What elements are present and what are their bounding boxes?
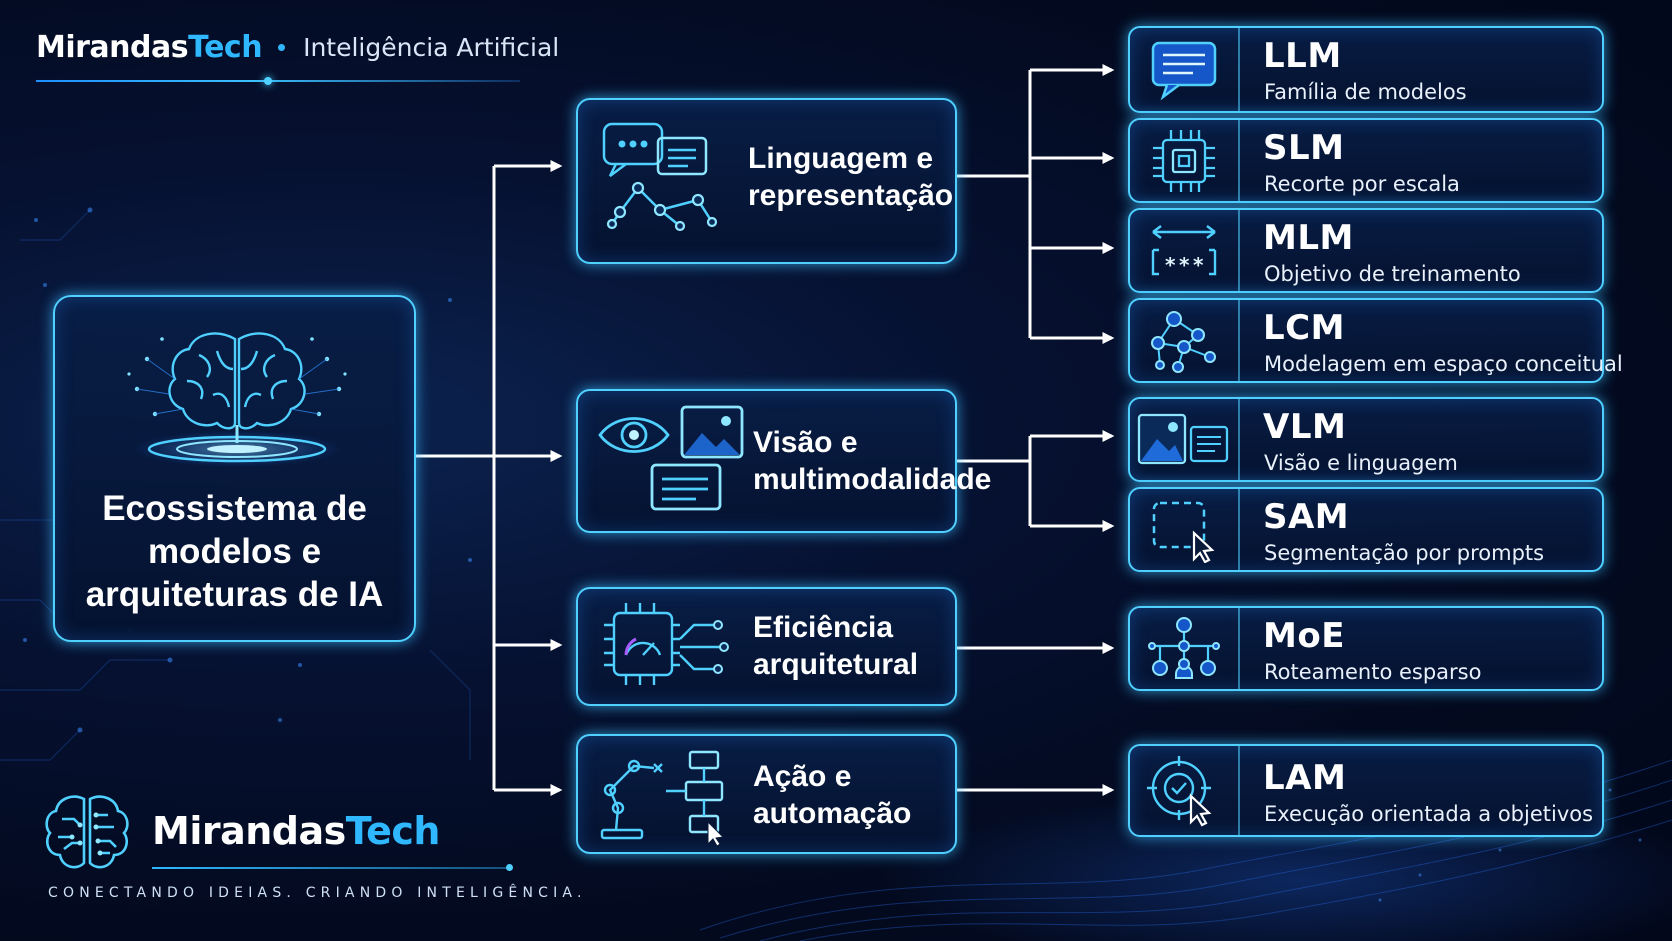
chip-gauge-icon: [604, 603, 729, 685]
model-moe-desc: Roteamento esparso: [1264, 660, 1482, 684]
header-brand-part2: Tech: [188, 30, 263, 65]
footer-brand-part1: Mirandas: [152, 809, 346, 853]
model-slm-icon-cell: [1130, 120, 1240, 201]
model-mlm-desc: Objetivo de treinamento: [1264, 262, 1521, 286]
category-action: Ação e automação: [576, 734, 957, 854]
model-lam: LAM Execução orientada a objetivos: [1128, 744, 1604, 837]
brain-circuit-logo-icon: [45, 795, 129, 869]
header: MirandasTech Inteligência Artificial: [36, 30, 559, 65]
model-llm-name: LLM: [1263, 36, 1342, 76]
footer-brand: MirandasTech: [152, 809, 440, 853]
svg-text:*: *: [1193, 253, 1204, 277]
category-action-line2: automação: [753, 797, 912, 830]
chat-network-icon: [602, 122, 718, 232]
svg-text:*: *: [1165, 253, 1176, 277]
model-moe-name: MoE: [1263, 616, 1345, 656]
root-title-line3: arquiteturas de IA: [85, 575, 384, 614]
model-lcm-desc: Modelagem em espaço conceitual: [1264, 352, 1623, 376]
target-cursor-icon: [1147, 755, 1212, 826]
robot-arm-flow-icon: [600, 750, 725, 846]
category-language-line1: Linguagem e: [748, 142, 934, 175]
model-vlm: VLM Visão e linguagem: [1128, 397, 1604, 482]
footer-underline: [152, 867, 512, 869]
model-moe: MoE Roteamento esparso: [1128, 606, 1604, 691]
category-vision: Visão e multimodalidade: [576, 389, 991, 533]
model-lam-desc: Execução orientada a objetivos: [1264, 802, 1594, 826]
model-slm: SLM Recorte por escala: [1128, 118, 1604, 203]
model-llm: LLM Família de modelos: [1128, 26, 1604, 113]
category-efficiency: Eficiência arquitetural: [576, 587, 957, 706]
model-lam-name: LAM: [1263, 758, 1347, 798]
category-efficiency-line1: Eficiência: [753, 611, 894, 644]
selection-cursor-icon: [1152, 501, 1215, 563]
model-sam-desc: Segmentação por prompts: [1264, 541, 1545, 565]
model-lcm-icon-cell: [1130, 300, 1240, 381]
header-brand: MirandasTech: [36, 30, 263, 65]
footer-underline-dot: [506, 864, 513, 871]
category-action-line1: Ação e: [753, 760, 852, 793]
model-lam-icon-cell: [1130, 746, 1240, 835]
model-sam-icon-cell: [1130, 489, 1240, 570]
root-title: Ecossistema de modelos e arquiteturas de…: [55, 487, 414, 616]
routing-tree-icon: [1148, 616, 1220, 679]
category-vision-line2: multimodalidade: [753, 463, 992, 496]
footer-brand-part2: Tech: [345, 809, 441, 853]
category-language-line2: representação: [748, 179, 954, 212]
image-text-icon: [1137, 413, 1229, 464]
svg-text:*: *: [1179, 253, 1190, 277]
category-vision-label: Visão e multimodalidade: [753, 424, 991, 498]
model-sam: SAM Segmentação por prompts: [1128, 487, 1604, 572]
header-separator-dot: [278, 44, 286, 51]
header-underline: [36, 80, 520, 82]
model-llm-desc: Família de modelos: [1264, 80, 1467, 104]
brain-hologram-icon: [127, 332, 347, 467]
eye-image-icon: [598, 405, 744, 511]
model-llm-icon-cell: [1130, 28, 1240, 111]
model-lcm-name: LCM: [1263, 308, 1345, 348]
category-action-label: Ação e automação: [753, 758, 911, 832]
category-efficiency-label: Eficiência arquitetural: [753, 609, 918, 683]
masked-token-icon: ***: [1151, 224, 1217, 277]
category-language: Linguagem e representação: [576, 98, 957, 264]
model-sam-name: SAM: [1263, 497, 1350, 537]
header-underline-dot: [264, 77, 272, 85]
model-slm-desc: Recorte por escala: [1264, 172, 1460, 196]
footer-tagline: CONECTANDO IDEIAS. CRIANDO INTELIGÊNCIA.: [48, 885, 587, 901]
category-efficiency-line2: arquitetural: [753, 648, 919, 681]
model-moe-icon-cell: [1130, 608, 1240, 689]
model-mlm-name: MLM: [1263, 218, 1354, 258]
root-title-line2: modelos e: [147, 532, 322, 571]
model-vlm-icon-cell: [1130, 399, 1240, 480]
model-slm-name: SLM: [1263, 128, 1345, 168]
microchip-icon: [1153, 129, 1215, 192]
category-vision-line1: Visão e: [753, 426, 858, 459]
model-mlm: *** MLM Objetivo de treinamento: [1128, 208, 1604, 293]
root-title-line1: Ecossistema de: [102, 489, 367, 528]
model-vlm-name: VLM: [1263, 407, 1347, 447]
root-node: Ecossistema de modelos e arquiteturas de…: [53, 295, 416, 642]
header-brand-part1: Mirandas: [36, 30, 189, 65]
model-lcm: LCM Modelagem em espaço conceitual: [1128, 298, 1623, 383]
category-language-label: Linguagem e representação: [748, 140, 953, 214]
concept-graph-icon: [1151, 310, 1216, 373]
model-vlm-desc: Visão e linguagem: [1264, 451, 1458, 475]
model-mlm-icon-cell: ***: [1130, 210, 1240, 291]
header-subtitle: Inteligência Artificial: [303, 33, 560, 62]
chat-bubble-icon: [1151, 41, 1217, 100]
